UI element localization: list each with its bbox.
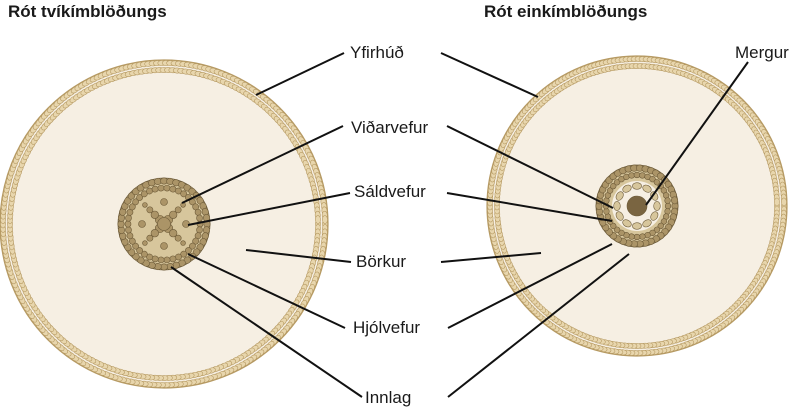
leader-line: [446, 192, 613, 222]
xylem-vessel: [632, 182, 642, 190]
monocot-root-section: [486, 55, 788, 357]
leader-line: [181, 125, 344, 204]
monocot-pith-core: [626, 195, 648, 217]
leader-line: [446, 125, 614, 209]
xylem-vessel: [615, 191, 624, 201]
xylem-vessel: [622, 184, 632, 193]
label-xylem: Viðarvefur: [351, 118, 429, 137]
epidermis-inner-cells: [494, 63, 780, 349]
leader-line: [245, 249, 352, 263]
xylem-vessel: [613, 201, 621, 211]
cell: [774, 197, 780, 207]
xylem-vessel: [622, 219, 632, 228]
leader-line: [645, 61, 749, 206]
dicot-xylem-star: [142, 202, 186, 246]
cell: [322, 215, 328, 224]
xylem-cell: [150, 229, 159, 238]
dicot-pericycle-cells: [124, 184, 204, 264]
leader-line: [447, 243, 613, 329]
leader-line: [255, 52, 345, 96]
monocot-pericycle-cells: [602, 171, 672, 241]
label-pith: Mergur: [735, 43, 789, 62]
phloem-cell: [160, 242, 168, 250]
xylem-vessel: [653, 201, 661, 211]
dicot-root-title: Rót tvíkímblöðungs: [8, 2, 167, 21]
label-endodermis: Innlag: [365, 388, 412, 407]
cell: [633, 171, 641, 179]
leader-line: [187, 192, 351, 226]
monocot-xylem-ring: [613, 182, 661, 230]
epidermis-outer-cells: [487, 56, 787, 356]
leader-line: [440, 52, 539, 98]
leader-line: [440, 252, 542, 263]
cell: [124, 220, 132, 228]
xylem-cell: [142, 202, 148, 208]
xylem-cell: [169, 210, 178, 219]
xylem-cell: [174, 206, 182, 214]
label-phloem: Sáldvefur: [354, 182, 426, 201]
xylem-vessel: [650, 211, 659, 221]
phloem-cell: [160, 198, 168, 206]
xylem-cell: [146, 206, 154, 214]
label-cortex: Börkur: [356, 252, 407, 271]
leader-line: [170, 266, 363, 398]
cell: [163, 184, 171, 192]
cell: [315, 215, 321, 224]
xylem-vessel: [632, 222, 642, 230]
xylem-vessel: [615, 211, 624, 221]
cell: [664, 202, 672, 210]
cell: [781, 197, 787, 207]
epidermis-outer-cells: [0, 60, 328, 388]
xylem-center-cell: [157, 217, 171, 231]
xylem-cell: [180, 240, 186, 246]
xylem-cell: [174, 234, 182, 242]
phloem-cell: [138, 220, 146, 228]
cell: [633, 233, 641, 241]
xylem-vessel: [642, 184, 652, 193]
cell: [664, 197, 671, 204]
cell: [671, 196, 679, 205]
xylem-cell: [150, 210, 159, 219]
cell: [163, 256, 171, 264]
cell: [196, 214, 203, 222]
xylem-cell: [169, 229, 178, 238]
xylem-cell: [146, 234, 154, 242]
leader-line: [447, 253, 630, 398]
dicot-root-section: [0, 59, 329, 389]
monocot-root-title: Rót einkímblöðungs: [484, 2, 648, 21]
cell: [157, 184, 165, 192]
leader-line: [187, 253, 346, 329]
cell: [157, 256, 165, 264]
label-epidermis: Yfirhúð: [350, 43, 404, 62]
xylem-vessel: [642, 219, 652, 228]
xylem-cell: [142, 240, 148, 246]
label-pericycle: Hjólvefur: [353, 318, 421, 337]
label-leader-lines: [170, 52, 749, 398]
monocot-endodermis-cells: [595, 164, 679, 248]
